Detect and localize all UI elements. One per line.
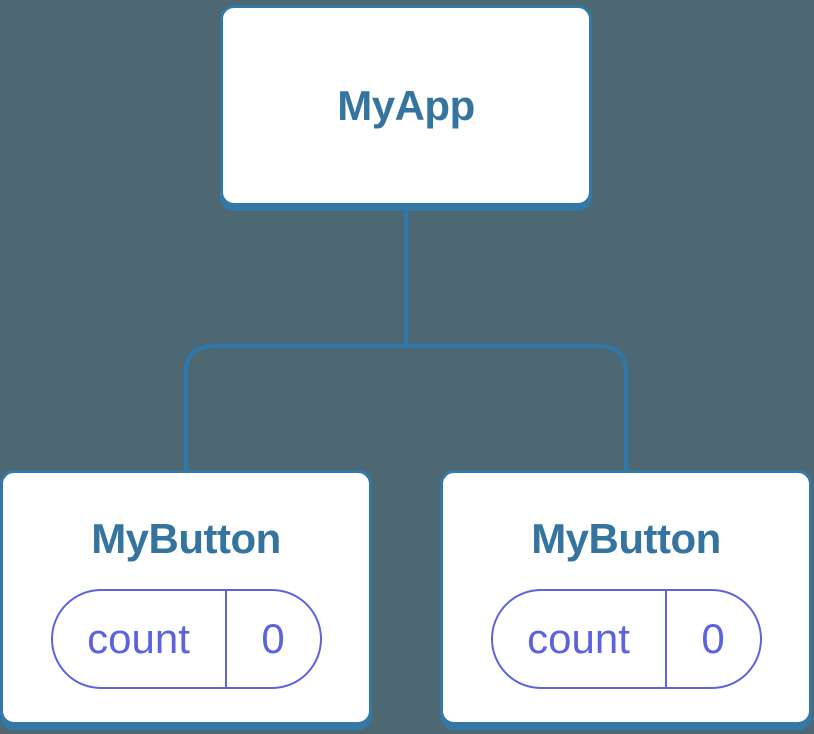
connector-bracket [183, 343, 629, 474]
state-pill-left: count 0 [50, 589, 322, 689]
component-label-child-left: MyButton [91, 515, 281, 562]
state-key-right: count [493, 591, 667, 687]
state-pill-right: count 0 [490, 589, 762, 689]
component-node-root: MyApp [220, 5, 592, 206]
state-value-right: 0 [701, 615, 725, 662]
state-key-left: count [53, 591, 227, 687]
component-node-child-left: MyButton count 0 [0, 470, 372, 725]
component-label-child-right: MyButton [531, 515, 721, 562]
component-label-root: MyApp [337, 81, 475, 129]
component-node-child-right: MyButton count 0 [440, 470, 812, 725]
state-value-left: 0 [261, 615, 285, 662]
